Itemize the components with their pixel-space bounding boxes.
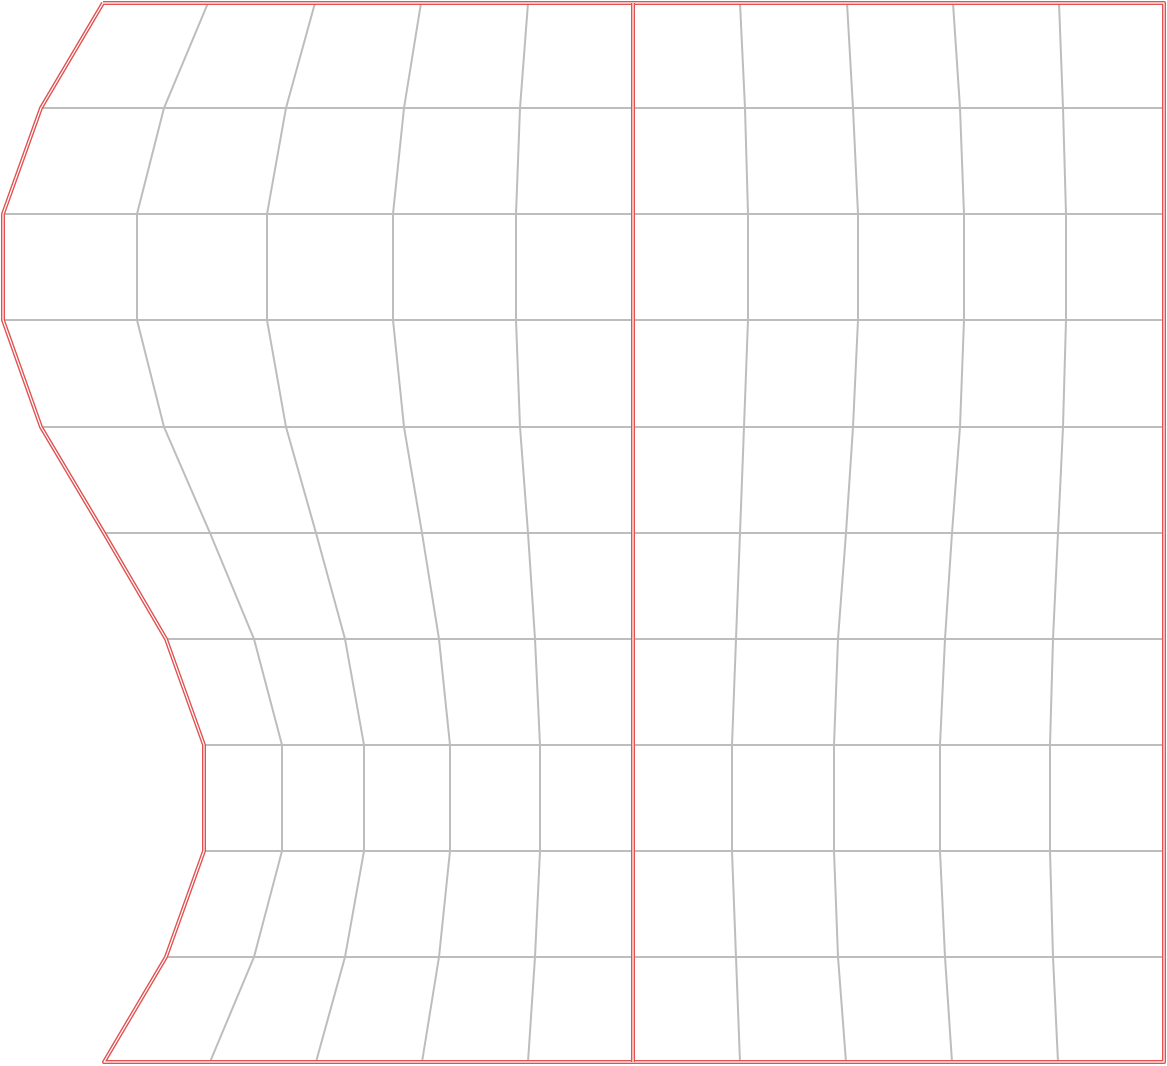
mesh-vertical-line [731,2,749,1063]
mesh-vertical-line [1049,2,1067,1063]
mesh-vertical-line [266,2,365,1063]
mesh-vertical-line [833,2,859,1063]
mesh-vertical-line [939,2,965,1063]
mesh-vertical-line [515,2,541,1063]
mesh-vertical-line [136,2,283,1063]
mesh-vertical-line [392,2,451,1063]
